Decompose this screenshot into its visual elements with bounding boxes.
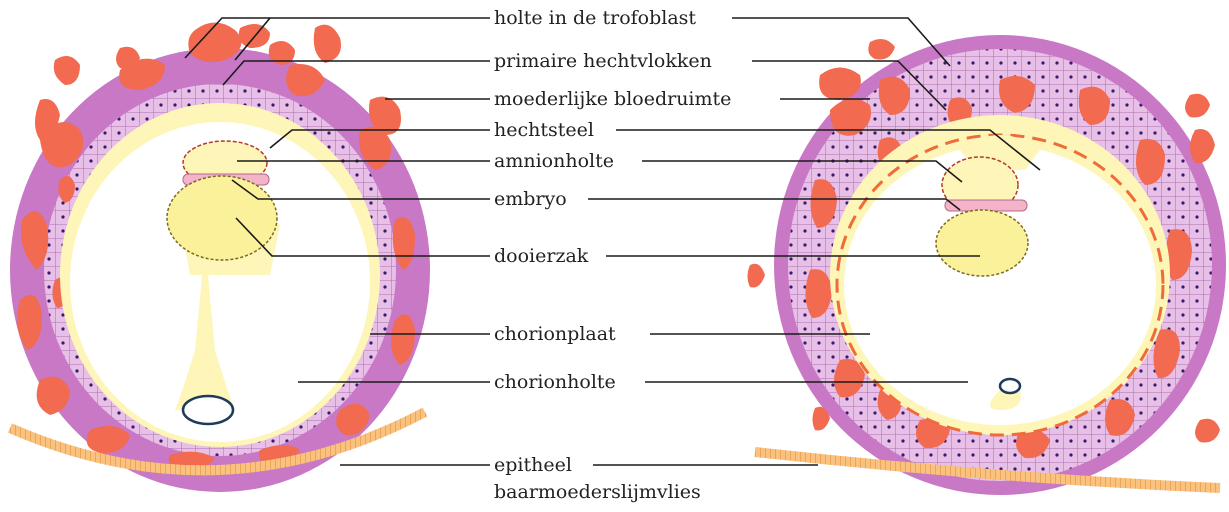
right-allantois <box>1000 379 1020 393</box>
label-epitheel: epitheel <box>494 454 572 476</box>
right-yolk-sac <box>936 210 1028 276</box>
label-holte-trofoblast: holte in de trofoblast <box>494 7 696 29</box>
label-chorionplaat: chorionplaat <box>494 323 616 345</box>
label-chorionholte: chorionholte <box>494 371 616 393</box>
label-moederlijke-bloedruimte: moederlijke bloedruimte <box>494 88 731 110</box>
label-primaire-hechtvlokken: primaire hechtvlokken <box>494 50 712 72</box>
left-allantois <box>183 396 233 424</box>
right-embryo <box>748 35 1227 495</box>
left-yolk-sac <box>167 176 277 260</box>
label-hechtsteel: hechtsteel <box>494 119 594 141</box>
label-baarmoederslijmvlies: baarmoederslijmvlies <box>494 481 701 503</box>
right-embryo-disc <box>945 200 1027 211</box>
labels: holte in de trofoblast primaire hechtvlo… <box>494 7 731 503</box>
label-embryo: embryo <box>494 188 567 210</box>
label-dooierzak: dooierzak <box>494 245 589 267</box>
label-amnionholte: amnionholte <box>494 150 614 172</box>
left-embryo <box>10 23 430 493</box>
